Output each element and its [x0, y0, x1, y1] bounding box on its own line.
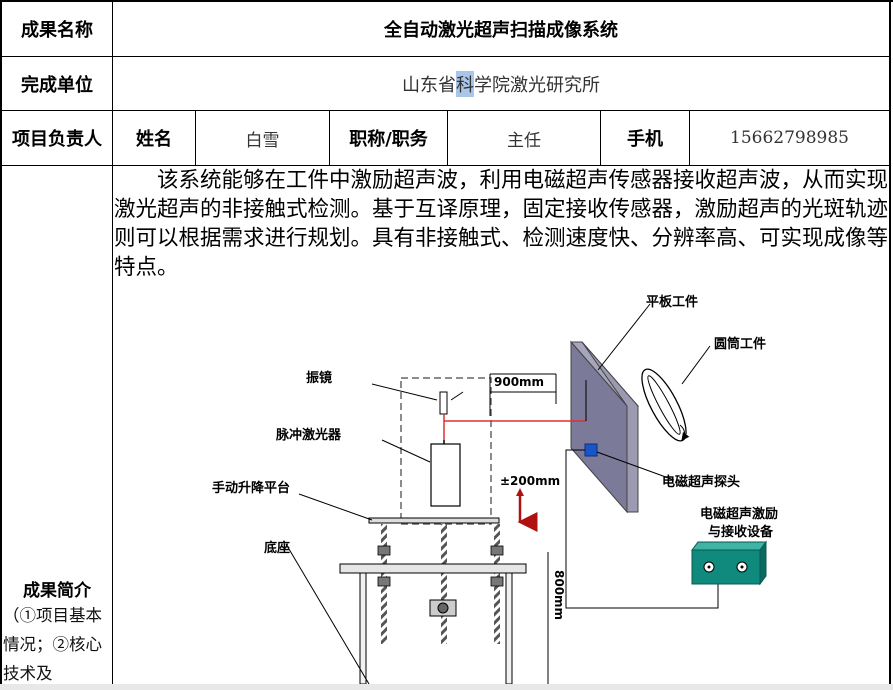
- pulse-laser-label: 脉冲激光器: [275, 427, 342, 443]
- height-800-label: 800mm: [552, 570, 566, 620]
- summary-sublabel: （①项目基本情况；②核心技术及: [3, 606, 102, 683]
- organization-label: 完成单位: [21, 74, 93, 96]
- galvo-label: 振镜: [306, 370, 332, 386]
- name-label: 姓名: [136, 129, 172, 150]
- range-200-label: ±200mm: [500, 474, 560, 488]
- rotation-arrow-icon: [679, 424, 690, 441]
- system-diagram: 平板工件 圆筒工件 振镜 900mm 脉冲激光器 ±200mm 手动升降平台: [212, 294, 778, 684]
- table-border-left: [0, 0, 2, 690]
- base-leg-right: [505, 572, 513, 684]
- row3-divider-c: [447, 110, 448, 166]
- probe-cable: [565, 449, 719, 609]
- pulse-laser-leader: [381, 439, 431, 463]
- lift-platform-label: 手动升降平台: [212, 480, 290, 496]
- base-leader: [285, 543, 370, 684]
- emat-device-box: [691, 540, 767, 586]
- phone-label: 手机: [627, 129, 663, 150]
- row-divider-2: [0, 110, 891, 111]
- organization-text-part2: 学院激光研究所: [474, 74, 600, 96]
- threaded-rod-center: [441, 524, 447, 644]
- title-label: 职称/职务: [349, 129, 428, 150]
- row-divider-1: [0, 56, 891, 57]
- table-border-top: [0, 0, 893, 2]
- summary-label-block: 成果简介 （①项目基本情况；②核心技术及: [3, 576, 111, 688]
- row-divider-3: [0, 165, 891, 166]
- emat-device-label-line2: 与接收设备: [708, 524, 774, 540]
- base-top-plate: [339, 563, 527, 574]
- row3-divider-b: [329, 110, 330, 166]
- galvo-mirror-icon: [439, 391, 448, 415]
- cylinder-workpiece: [641, 368, 687, 442]
- project-name-label: 成果名称: [21, 20, 93, 41]
- row3-divider-e: [689, 110, 690, 166]
- lift-platform-plate: [368, 517, 500, 524]
- row3-divider-d: [600, 110, 601, 166]
- emat-probe-icon: [584, 443, 598, 457]
- base-label: 底座: [264, 540, 290, 556]
- project-leader-label: 项目负责人: [12, 129, 102, 150]
- base-leg-left: [359, 572, 367, 684]
- summary-label: 成果简介: [23, 581, 91, 601]
- flat-workpiece-label: 平板工件: [646, 294, 698, 310]
- bottom-scrollbar-area: [0, 684, 893, 690]
- row3-divider-a: [195, 110, 196, 166]
- table-border-right: [889, 0, 891, 690]
- project-name-value: 全自动激光超声扫描成像系统: [384, 20, 618, 41]
- flat-workpiece-plate: [569, 340, 640, 514]
- base-motor: [429, 599, 457, 617]
- summary-paragraph: 该系统能够在工件中激励超声波，利用电磁超声传感器接收超声波，从而实现激光超声的非…: [114, 168, 889, 280]
- phone-value: 15662798985: [730, 128, 849, 148]
- distance-900-label: 900mm: [494, 375, 544, 389]
- cylinder-workpiece-label: 圆筒工件: [714, 336, 766, 352]
- pulse-laser-body: [430, 443, 461, 507]
- lift-platform-leader: [298, 493, 373, 521]
- title-value: 主任: [507, 130, 541, 151]
- emat-device-label-line1: 电磁超声激励: [700, 506, 778, 522]
- organization-value: 山东省科学院激光研究所: [113, 57, 889, 110]
- name-value: 白雪: [245, 130, 280, 151]
- cylinder-workpiece-leader: [681, 345, 711, 385]
- emat-probe-leader: [596, 451, 675, 481]
- label-column-divider: [112, 0, 113, 690]
- flat-workpiece-leader: [597, 303, 651, 371]
- emat-probe-label: 电磁超声探头: [662, 474, 740, 490]
- organization-highlighted-char: 科: [456, 70, 474, 97]
- organization-text-part1: 山东省: [402, 74, 456, 96]
- galvo-leader: [371, 383, 438, 401]
